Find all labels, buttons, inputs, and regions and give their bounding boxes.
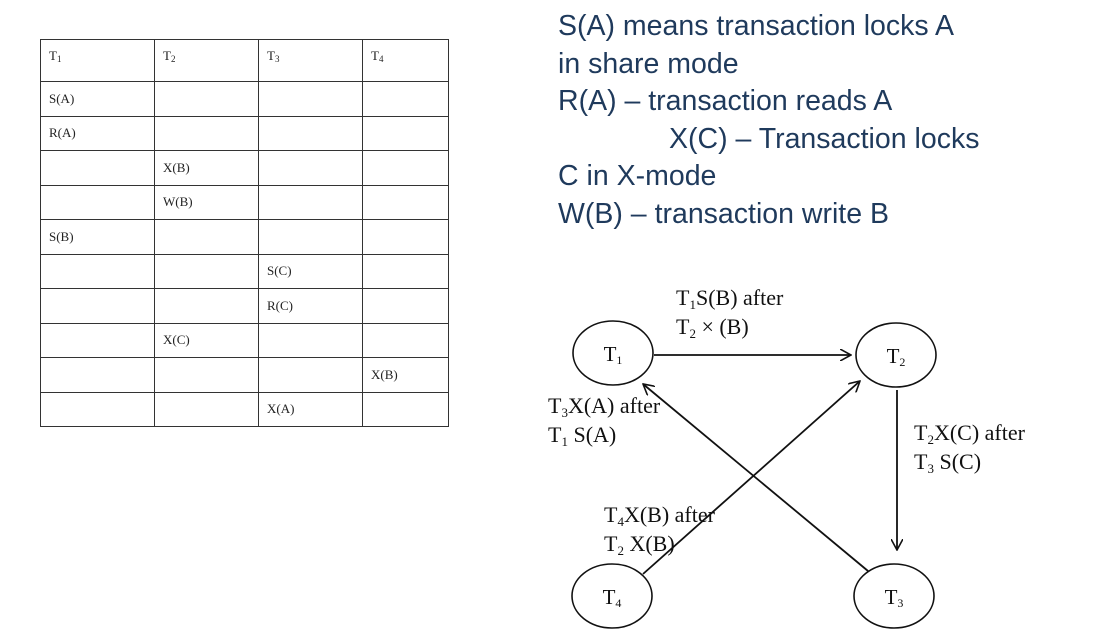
table-cell <box>362 115 449 151</box>
node-t3-label: T3 <box>885 585 904 610</box>
node-t4: T4 <box>571 563 653 629</box>
table-header-row: T1 T2 T3 T4 <box>40 39 449 82</box>
table-cell <box>362 253 449 289</box>
table-cell <box>154 357 259 393</box>
header-t1: T1 <box>40 39 155 82</box>
legend-line: R(A) – transaction reads A <box>558 85 893 117</box>
table-row: X(C) <box>40 322 449 358</box>
edge-t3-t1-label: T3X(A) after T1 S(A) <box>548 393 661 449</box>
node-t4-label: T4 <box>603 585 622 610</box>
table-cell <box>362 391 449 427</box>
table-row: W(B) <box>40 184 449 220</box>
node-t2-label: T2 <box>887 344 906 369</box>
table-cell: X(B) <box>154 150 259 186</box>
node-t4-circle <box>571 563 653 629</box>
legend-line: X(C) – Transaction locks <box>669 122 980 155</box>
table-cell <box>154 288 259 324</box>
table-cell: S(B) <box>40 219 155 255</box>
table-row: X(B) <box>40 357 449 393</box>
edge-label-line: T1S(B) after <box>676 285 784 312</box>
legend-line: W(B) – transaction write B <box>558 197 890 230</box>
table-row: R(A) <box>40 115 449 151</box>
table-cell: R(A) <box>40 115 155 151</box>
table-cell <box>362 81 449 117</box>
legend-text: S(A) means transaction locks A in share … <box>558 8 979 233</box>
table-cell: X(A) <box>258 391 363 427</box>
table-cell: W(B) <box>154 184 259 220</box>
node-t1-circle <box>572 320 654 386</box>
edge-t4-t2 <box>642 381 860 575</box>
node-t2-circle <box>855 322 937 388</box>
header-t3: T3 <box>258 39 363 82</box>
edge-label-line: T3X(A) after <box>548 393 661 420</box>
node-t3: T3 <box>853 563 935 629</box>
table-row: X(B) <box>40 150 449 186</box>
table-cell <box>40 184 155 220</box>
table-cell <box>154 81 259 117</box>
table-cell <box>258 219 363 255</box>
table-cell <box>258 150 363 186</box>
node-t1-label: T1 <box>604 342 623 367</box>
table-cell <box>154 253 259 289</box>
edge-label-line: T4X(B) after <box>604 502 716 529</box>
table-cell <box>258 115 363 151</box>
node-t2: T2 <box>855 322 937 388</box>
table-row: S(B) <box>40 219 449 255</box>
table-cell <box>40 391 155 427</box>
schedule-table: T1 T2 T3 T4 S(A) R(A) X(B) W(B) S(B) S(C… <box>40 39 449 427</box>
legend-line: C in X-mode <box>558 160 717 192</box>
table-row: S(A) <box>40 81 449 117</box>
table-cell <box>362 184 449 220</box>
table-row: X(A) <box>40 391 449 427</box>
table-cell: S(A) <box>40 81 155 117</box>
edge-t2-t3-label: T2X(C) after T3 S(C) <box>914 420 1026 476</box>
table-cell <box>362 219 449 255</box>
table-cell <box>362 150 449 186</box>
edge-label-line: T2 × (B) <box>676 314 749 341</box>
table-cell <box>40 150 155 186</box>
table-cell: S(C) <box>258 253 363 289</box>
node-t3-circle <box>853 563 935 629</box>
table-row: S(C) <box>40 253 449 289</box>
edge-label-line: T3 S(C) <box>914 449 981 476</box>
edge-label-line: T2 X(B) <box>604 531 675 558</box>
legend-line: S(A) means transaction locks A <box>558 10 954 42</box>
edge-label-line: T1 S(A) <box>548 422 616 449</box>
legend-line: in share mode <box>558 47 739 80</box>
table-cell <box>258 357 363 393</box>
edge-t3-t1 <box>643 384 869 572</box>
table-cell <box>258 322 363 358</box>
edge-label-line: T2X(C) after <box>914 420 1026 447</box>
edge-t1-t2-label: T1S(B) after T2 × (B) <box>676 285 784 341</box>
edge-t4-t2-label: T4X(B) after T2 X(B) <box>604 502 716 558</box>
node-t1: T1 <box>572 320 654 386</box>
header-t4: T4 <box>362 39 449 82</box>
